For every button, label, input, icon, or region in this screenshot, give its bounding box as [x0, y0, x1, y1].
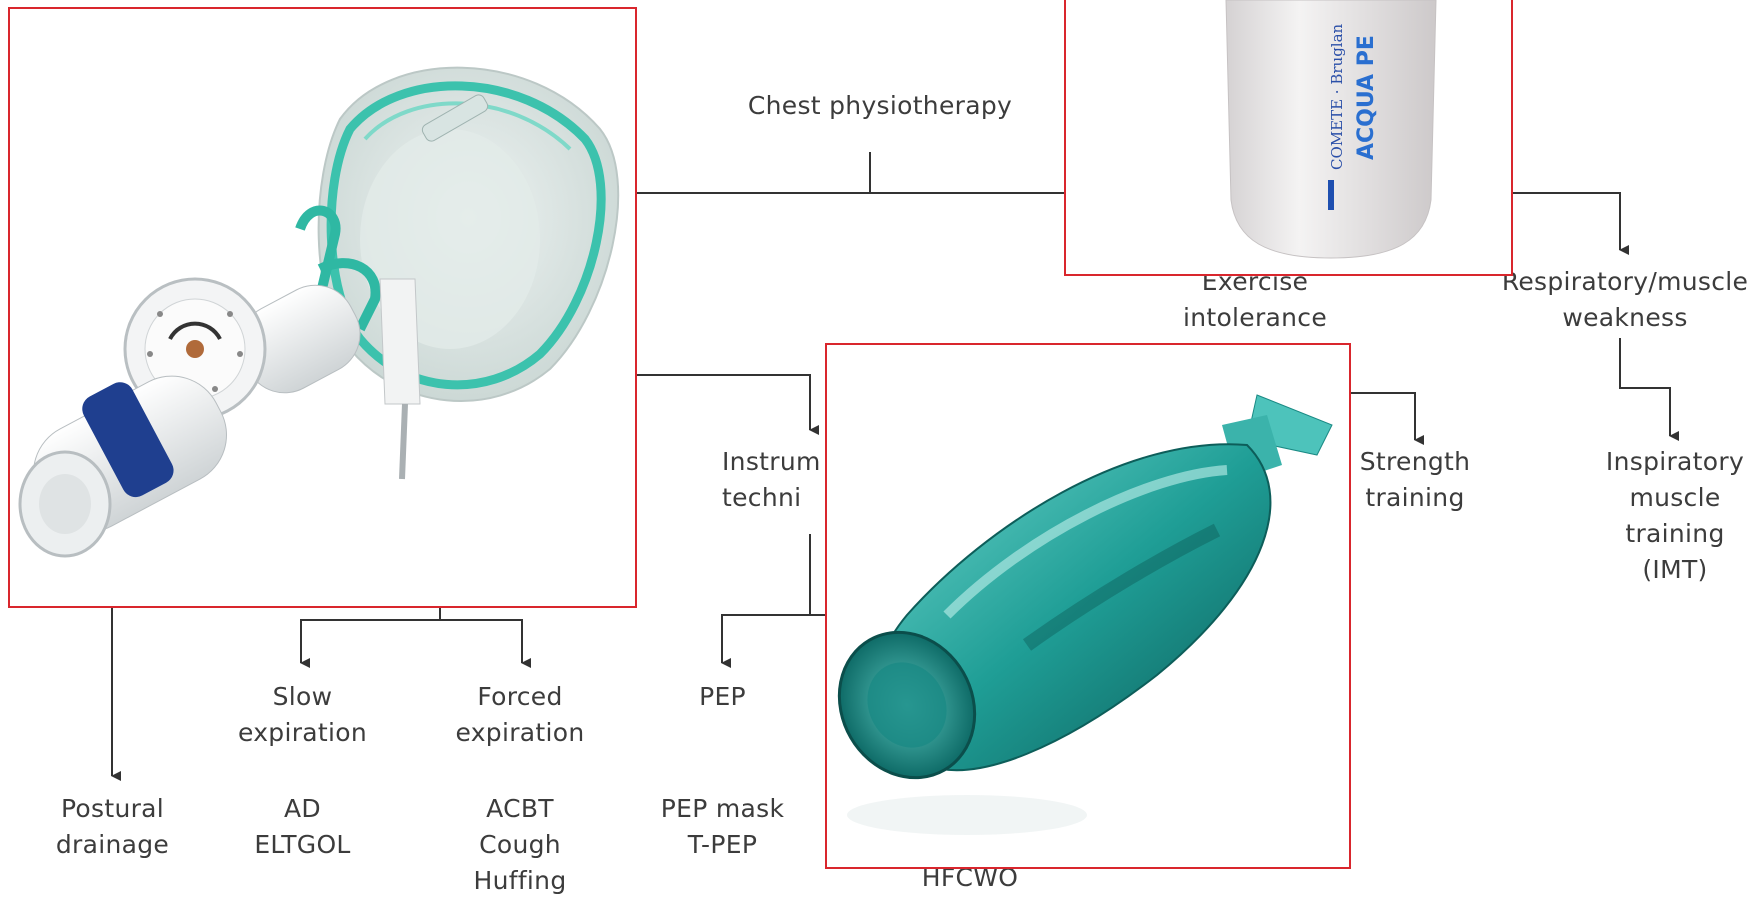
- label-forced-expiration: Forced expiration: [440, 679, 600, 751]
- label-respiratory-weakness: Respiratory/muscle weakness: [1490, 264, 1760, 336]
- bottle-product-text: ACQUA PE: [1354, 35, 1379, 160]
- label-forced-expiration-examples: ACBT Cough Huffing: [440, 791, 600, 899]
- arrow-slow-expiration: [301, 620, 440, 663]
- label-slow-expiration-examples: AD ELTGOL: [225, 791, 380, 863]
- arrow-instrumental: [636, 375, 810, 430]
- label-pep: PEP: [670, 679, 775, 715]
- flutter-device-photo: [825, 343, 1351, 869]
- arrow-strength: [1350, 393, 1415, 440]
- mask-device-photo: [8, 7, 637, 608]
- label-postural-drainage: Postural drainage: [40, 791, 185, 863]
- label-strength-training: Strength training: [1340, 444, 1490, 516]
- arrow-imt: [1620, 338, 1670, 436]
- label-slow-expiration: Slow expiration: [225, 679, 380, 751]
- label-inspiratory-muscle-training: Inspiratory muscle training (IMT): [1590, 444, 1760, 588]
- arrow-forced-expiration: [440, 620, 522, 663]
- bottle-illustration: COMETE · Bruglan ACQUA PE: [1066, 0, 1511, 274]
- label-pep-examples: PEP mask T-PEP: [645, 791, 800, 863]
- bottle-photo: COMETE · Bruglan ACQUA PE: [1064, 0, 1513, 276]
- bottle-brand-text: COMETE · Bruglan: [1328, 23, 1346, 170]
- flutter-device-illustration: [827, 345, 1349, 867]
- arrow-respiratory-weakness: [1510, 193, 1620, 250]
- mask-device-illustration: [10, 9, 635, 606]
- label-chest-physiotherapy: Chest physiotherapy: [730, 88, 1030, 124]
